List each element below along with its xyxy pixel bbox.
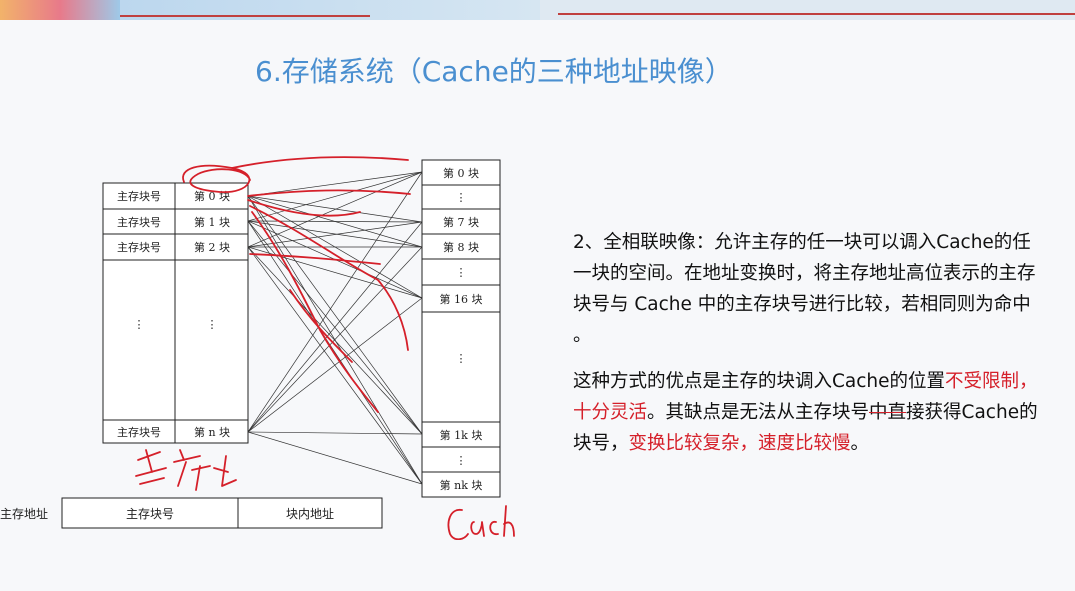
cache-block-1k: 第 1k 块 — [440, 428, 483, 442]
pros-text: 这种方式的优点是主存的块调入Cache的位置 — [573, 371, 946, 392]
cons-highlight: 变换比较复杂，速度比较慢 — [628, 433, 851, 454]
main-memory-labels: 主存块号 主存块号 主存块号 主存块号 第 0 块 第 1 块 第 2 块 第 … — [117, 189, 230, 439]
cache-table — [421, 159, 501, 498]
cache-dots-1: ⋮ — [456, 191, 467, 204]
circle-scribble — [182, 164, 251, 193]
cache-dots-3: ⋮ — [456, 352, 467, 365]
cache-dots-2: ⋮ — [456, 266, 467, 279]
main-block-1: 第 1 块 — [194, 215, 230, 229]
cons-end: 。 — [850, 433, 870, 454]
handwriting-cache — [447, 505, 515, 540]
pros-highlight: 不受限制，十分灵活 — [573, 371, 1038, 423]
main-label-2: 主存块号 — [117, 240, 161, 254]
paragraph-pros-cons: 这种方式的优点是主存的块调入Cache的位置不受限制，十分灵活。其缺点是无法从主… — [573, 366, 1048, 459]
swoop-3 — [249, 205, 409, 351]
cache-block-16: 第 16 块 — [440, 292, 483, 306]
cache-block-8: 第 8 块 — [443, 240, 479, 254]
main-label-1: 主存块号 — [117, 215, 161, 229]
main-block-2: 第 2 块 — [194, 240, 230, 254]
cache-block-nk: 第 nk 块 — [440, 478, 483, 492]
top-banner — [0, 0, 1075, 20]
cons-text: 。其缺点是无法从主存块号 — [647, 402, 870, 423]
handwritten-annotations — [135, 156, 515, 540]
cons-text-2: 接获得Cache的块号， — [573, 402, 1038, 454]
cache-block-0: 第 0 块 — [443, 166, 479, 180]
banner-gradient — [0, 0, 120, 20]
banner-band-right — [540, 0, 1075, 20]
slide-title: 6.存储系统（Cache的三种地址映像） — [255, 55, 733, 88]
main-block-n: 第 n 块 — [194, 425, 230, 439]
cache-dots-4: ⋮ — [456, 454, 467, 467]
mapping-lines — [247, 171, 423, 485]
swoop-6 — [289, 289, 353, 363]
main-label-n: 主存块号 — [117, 425, 161, 439]
banner-band — [120, 0, 540, 20]
cache-labels: 第 0 块 ⋮ 第 7 块 第 8 块 ⋮ 第 16 块 ⋮ 第 1k 块 ⋮ … — [440, 166, 483, 492]
paragraph-full-associative: 2、全相联映像：允许主存的任一块可以调入Cache的任一块的空间。在地址变换时，… — [573, 232, 1036, 346]
address-format — [61, 497, 383, 529]
main-memory-table — [102, 182, 249, 444]
cons-struck: 中直 — [869, 402, 907, 423]
address-field-block: 主存块号 — [126, 507, 174, 521]
swoop-2 — [247, 199, 361, 217]
banner-rule-right — [558, 13, 1075, 15]
swoop-5 — [249, 253, 381, 265]
cache-block-7: 第 7 块 — [443, 215, 479, 229]
mapping-diagram: 主存块号 主存块号 主存块号 主存块号 第 0 块 第 1 块 第 2 块 第 … — [0, 156, 515, 540]
main-dots-left: ⋮ — [134, 318, 145, 331]
main-label-0: 主存块号 — [117, 189, 161, 203]
swoop-1 — [247, 189, 411, 197]
banner-rule-left — [120, 15, 370, 17]
handwriting-zhucun — [135, 449, 237, 491]
address-label: 主存地址 — [0, 507, 48, 521]
main-dots-right: ⋮ — [207, 318, 218, 331]
address-field-offset: 块内地址 — [286, 507, 334, 521]
arrow-to-cache-top — [231, 156, 409, 169]
